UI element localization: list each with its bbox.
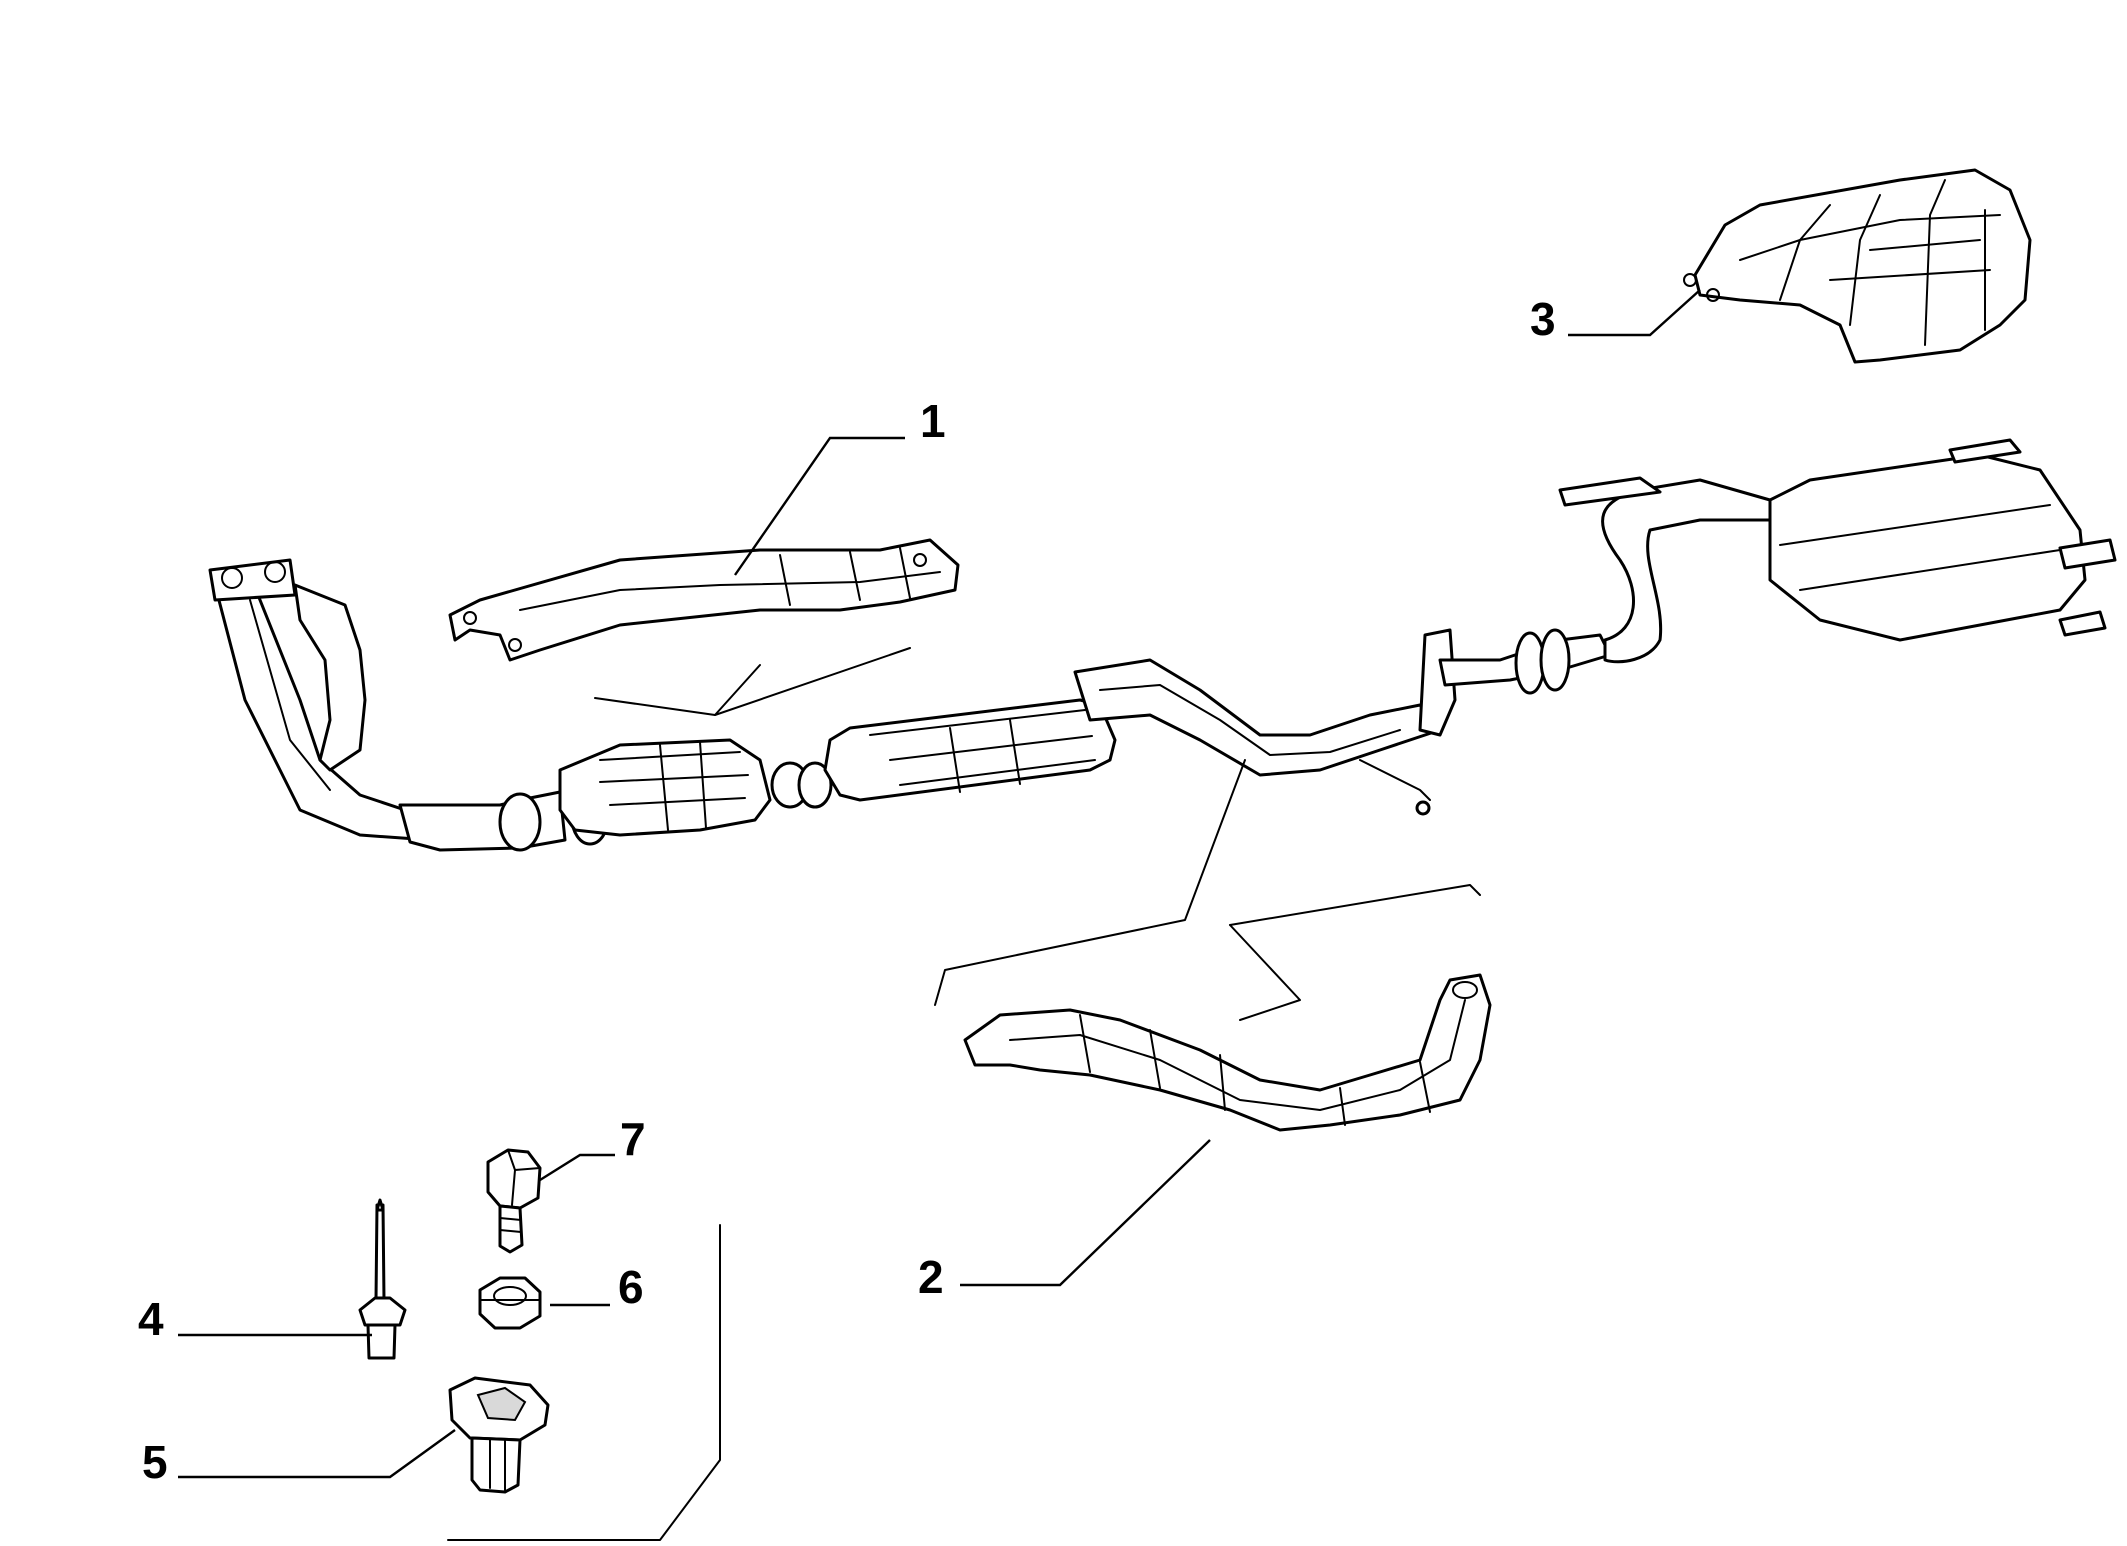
nut (478, 1276, 542, 1330)
stud-pin (358, 1198, 407, 1360)
callout-4: 4 (138, 1293, 164, 1345)
exhaust-assembly (208, 438, 2117, 852)
rear-silencer (1768, 438, 2117, 642)
heat-shield-intermediate (963, 973, 1492, 1132)
heat-shield-front (448, 538, 960, 662)
callout-5: 5 (142, 1436, 168, 1488)
leader-1 (734, 436, 905, 576)
rear-pipe (1438, 476, 1782, 695)
leader-7 (539, 1153, 615, 1182)
rubber-mount (448, 1376, 550, 1494)
callout-3: 3 (1530, 293, 1556, 345)
front-downpipe (208, 558, 432, 842)
callout-1: 1 (920, 395, 946, 447)
catalytic-converter-front (558, 738, 833, 837)
heat-shield-rear (1683, 168, 2032, 364)
leader-3 (1568, 289, 1701, 337)
leader-2 (960, 1139, 1211, 1287)
center-resonator (823, 698, 1117, 802)
callout-leaders (178, 289, 1701, 1479)
bolt (486, 1148, 542, 1254)
callout-2: 2 (918, 1251, 944, 1303)
leader-5 (178, 1429, 456, 1479)
callout-7: 7 (620, 1113, 646, 1165)
intermediate-pipe (1073, 628, 1457, 816)
callout-6: 6 (618, 1261, 644, 1313)
